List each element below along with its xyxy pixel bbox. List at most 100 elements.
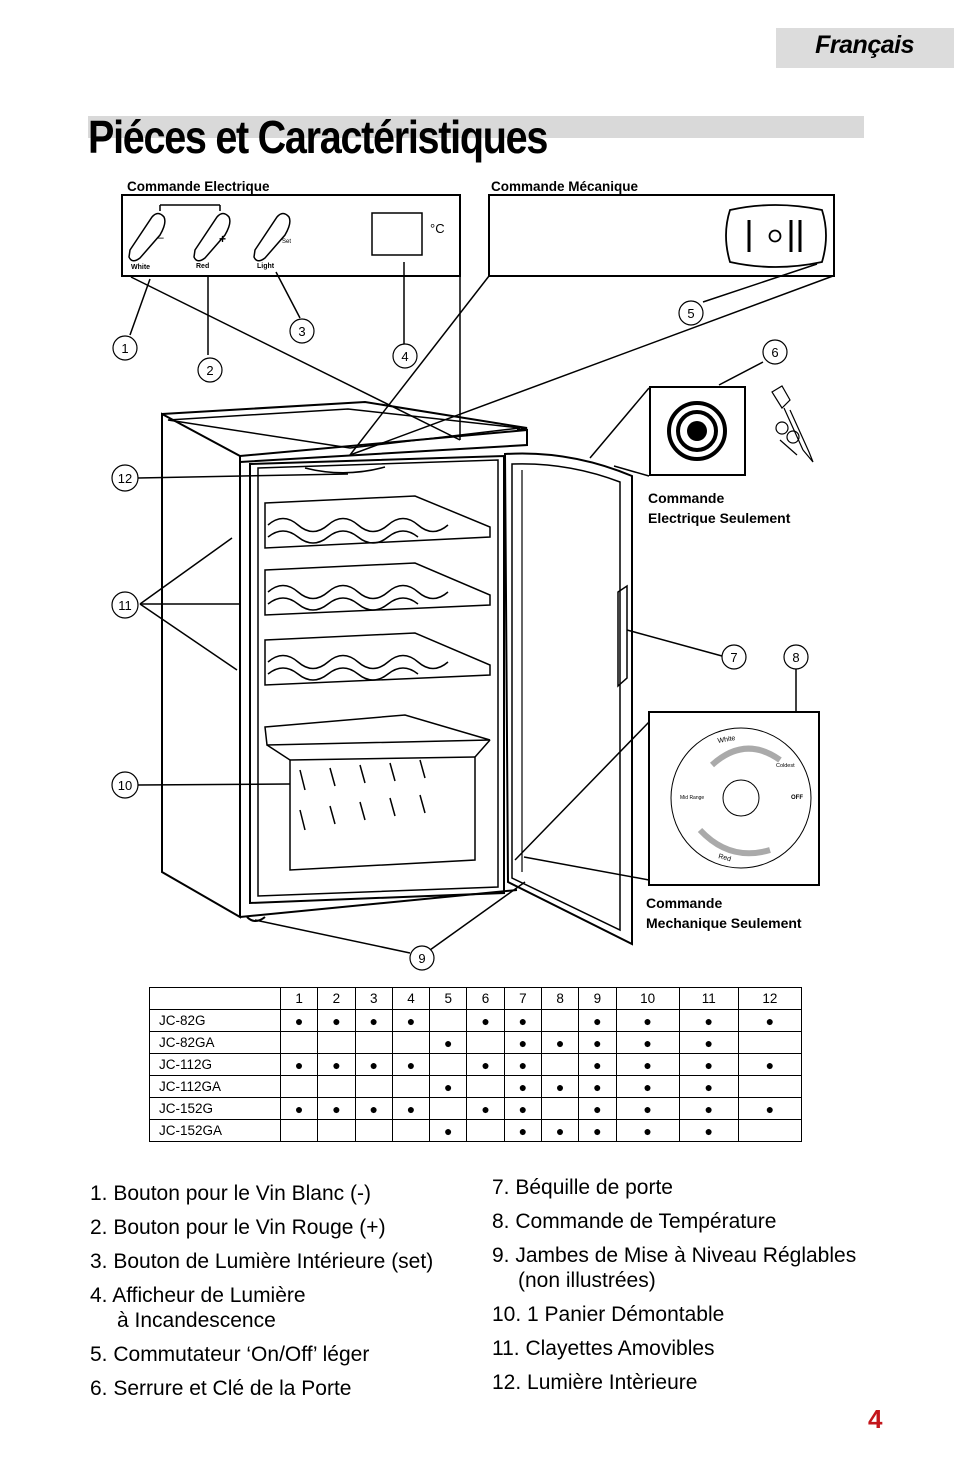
table-row: JC-152G●●●●●●●●●● (149, 1097, 803, 1120)
table-corner (149, 987, 281, 1010)
table-column-header: 9 (578, 987, 617, 1010)
feature-cell: ● (540, 1031, 580, 1054)
feature-cell: ● (678, 1119, 739, 1142)
feature-cell (391, 1031, 431, 1054)
table-column-header: 10 (615, 987, 680, 1010)
feature-cell (391, 1119, 431, 1142)
feature-cell: ● (737, 1009, 803, 1032)
feature-dot: ● (369, 1056, 378, 1073)
svg-text:6: 6 (771, 345, 778, 360)
feature-cell: ● (540, 1075, 580, 1098)
model-name-cell: JC-82GA (149, 1031, 281, 1054)
feature-cell: ● (279, 1097, 319, 1120)
table-column-header: 4 (391, 987, 431, 1010)
feature-cell: ● (678, 1009, 739, 1032)
feature-cell: ● (678, 1031, 739, 1054)
callout-2: 2 (197, 357, 223, 383)
callout-6: 6 (762, 339, 788, 365)
feature-cell (279, 1075, 319, 1098)
feature-cell (737, 1119, 803, 1142)
knob-label-white: White (131, 264, 150, 271)
feature-dot: ● (593, 1100, 602, 1117)
table-column-header: 2 (317, 987, 356, 1010)
page-title: Piéces et Caractéristiques (88, 111, 548, 163)
feature-cell: ● (429, 1119, 468, 1142)
svg-text:4: 4 (401, 349, 408, 364)
feature-cell: ● (354, 1097, 393, 1120)
svg-text:11: 11 (118, 598, 132, 613)
svg-text:5: 5 (687, 306, 694, 321)
feature-dot: ● (406, 1056, 416, 1073)
feature-cell (391, 1075, 431, 1098)
dial-mid-range: Mid Range (680, 795, 704, 801)
feature-dot: ● (481, 1056, 490, 1073)
model-name-cell: JC-82G (149, 1009, 281, 1032)
mech-caption-2: Mechanique Seulement (646, 915, 802, 931)
feature-cell: ● (317, 1053, 356, 1076)
feature-cell (540, 1053, 580, 1076)
svg-text:1: 1 (121, 341, 128, 356)
feature-cell: ● (578, 1009, 617, 1032)
feature-dot: ● (294, 1100, 304, 1117)
callout-3: 3 (289, 318, 315, 344)
lock-caption-1: Commande (648, 490, 724, 506)
feature-cell: ● (503, 1097, 542, 1120)
feature-dot: ● (481, 1012, 490, 1029)
callout-9: 9 (409, 945, 435, 971)
feature-cell: ● (615, 1119, 680, 1142)
feature-dot: ● (704, 1122, 713, 1139)
table-row: JC-112G●●●●●●●●●● (149, 1053, 803, 1076)
set-label: Set (282, 239, 291, 245)
svg-text:2: 2 (206, 363, 213, 378)
feature-dot: ● (332, 1056, 341, 1073)
feature-cell (354, 1075, 393, 1098)
minus-sign: – (157, 230, 164, 244)
lock-inset (649, 386, 746, 476)
feature-cell (466, 1075, 505, 1098)
feature-cell (466, 1119, 505, 1142)
feature-dot: ● (765, 1056, 775, 1073)
feature-cell: ● (578, 1075, 617, 1098)
feature-cell (354, 1031, 393, 1054)
part-item-10: 10. 1 Panier Démontable (492, 1303, 725, 1326)
feature-dot: ● (704, 1012, 713, 1029)
table-row: JC-112GA●●●●●● (149, 1075, 803, 1098)
feature-cell: ● (578, 1053, 617, 1076)
feature-cell: ● (429, 1075, 468, 1098)
feature-dot: ● (518, 1078, 528, 1095)
feature-cell: ● (391, 1097, 431, 1120)
svg-text:8: 8 (792, 650, 799, 665)
feature-dot: ● (518, 1034, 528, 1051)
feature-cell (540, 1097, 580, 1120)
plus-sign: + (219, 232, 226, 246)
feature-cell: ● (503, 1053, 542, 1076)
feature-dot: ● (406, 1100, 416, 1117)
feature-dot: ● (444, 1122, 453, 1139)
feature-cell: ● (466, 1009, 505, 1032)
feature-cell: ● (615, 1097, 680, 1120)
callout-12: 12 (111, 464, 139, 492)
electric-panel-title: Commande Electrique (127, 179, 270, 194)
feature-cell: ● (279, 1009, 319, 1032)
part-item-4-cont: à Incandescence (117, 1309, 276, 1332)
title-bar (88, 116, 864, 138)
electric-control-panel (121, 194, 461, 277)
feature-dot: ● (593, 1056, 602, 1073)
feature-dot: ● (369, 1100, 378, 1117)
model-name-cell: JC-152G (149, 1097, 281, 1120)
feature-dot: ● (518, 1100, 528, 1117)
feature-cell: ● (678, 1053, 739, 1076)
svg-text:9: 9 (418, 951, 425, 966)
feature-cell: ● (391, 1053, 431, 1076)
feature-cell: ● (737, 1053, 803, 1076)
part-item-5: 5. Commutateur ‘On/Off’ léger (90, 1343, 370, 1366)
feature-cell (354, 1119, 393, 1142)
model-name-cell: JC-152GA (149, 1119, 281, 1142)
feature-dot: ● (704, 1034, 713, 1051)
part-item-6: 6. Serrure et Clé de la Porte (90, 1377, 352, 1400)
feature-cell: ● (678, 1097, 739, 1120)
feature-dot: ● (369, 1012, 378, 1029)
feature-cell: ● (503, 1119, 542, 1142)
